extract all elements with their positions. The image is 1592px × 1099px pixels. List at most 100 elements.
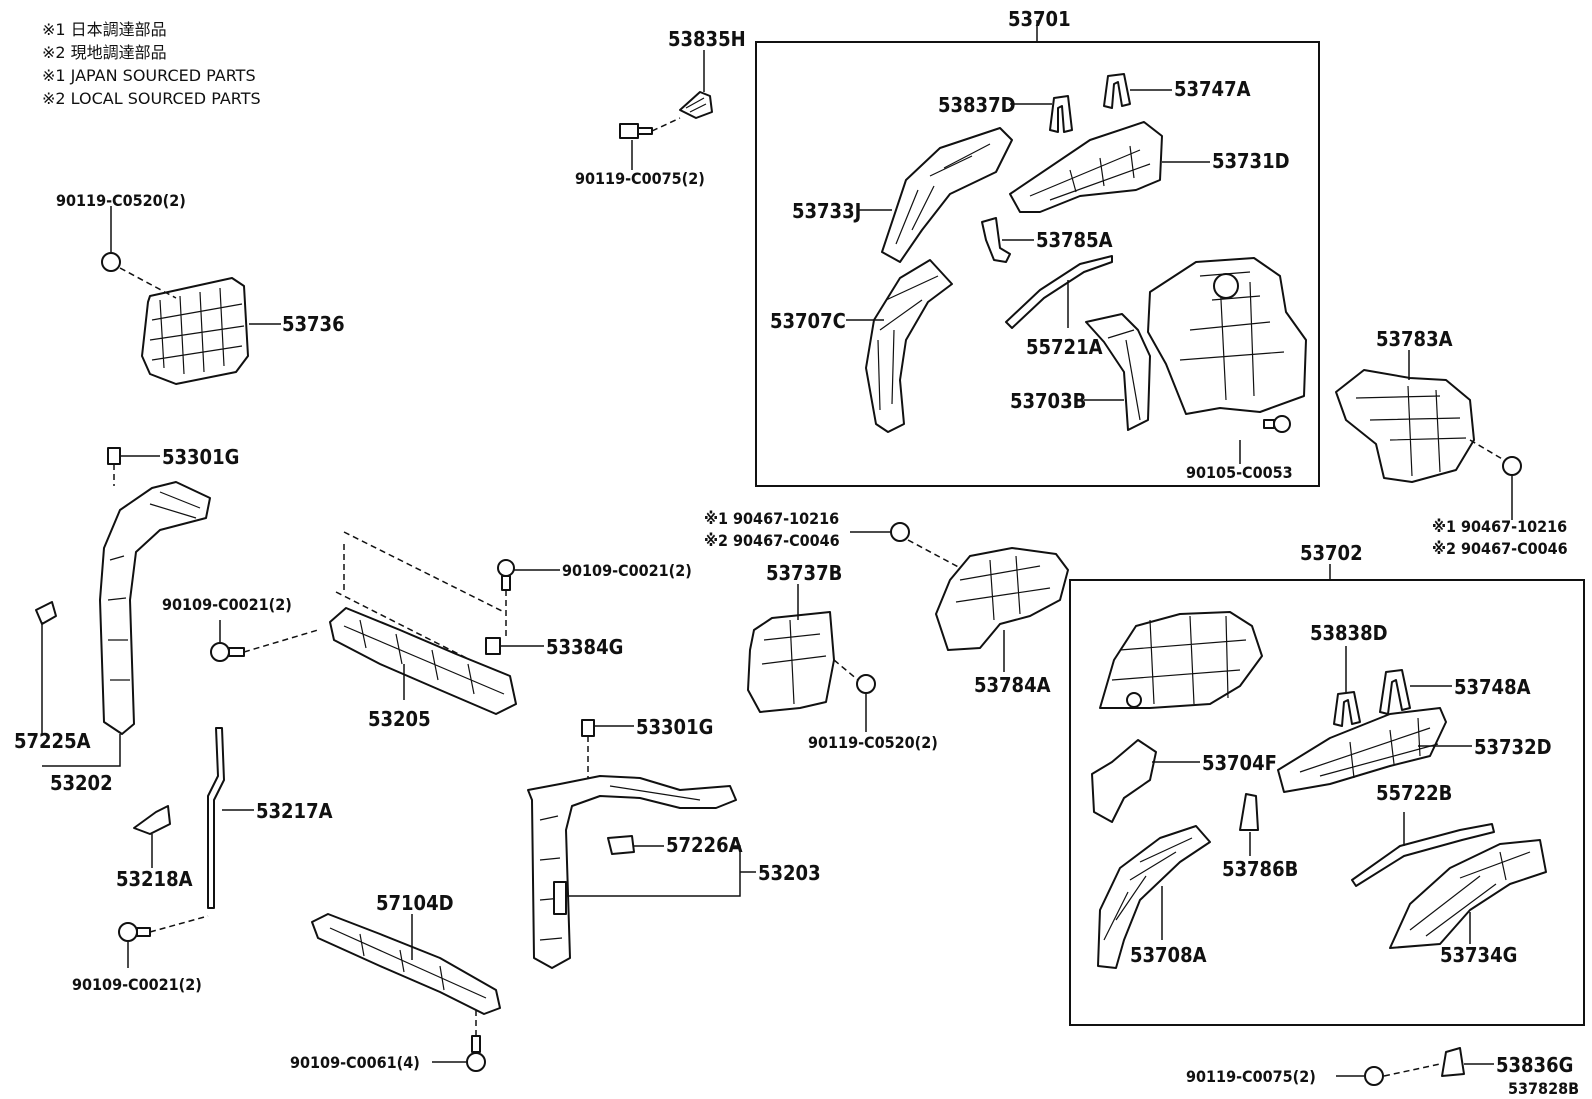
label-53701: 53701 [1008, 7, 1071, 31]
part-53703B-shape [1085, 313, 1151, 431]
part-53704F-shape [1091, 739, 1157, 823]
legend-line-4: ※2 LOCAL SOURCED PARTS [42, 89, 261, 108]
bolt-90105-C0053 [1263, 415, 1291, 433]
label-53205: 53205 [368, 707, 431, 731]
nut-53301G-mid [581, 719, 595, 737]
part-53217A-shape [207, 727, 225, 909]
label-53737B: 53737B [766, 561, 842, 585]
label-53734G: 53734G [1440, 943, 1517, 967]
part-53736-shape [141, 277, 249, 385]
label-90109-C0021-a: 90109-C0021(2) [162, 595, 292, 614]
label-53747A: 53747A [1174, 77, 1251, 101]
label-53835H: 53835H [668, 27, 746, 51]
label-53202: 53202 [50, 771, 113, 795]
label-53733J: 53733J [792, 199, 861, 223]
figure-code: 537828B [1508, 1079, 1579, 1098]
part-53734G-shape [1389, 839, 1547, 949]
label-53732D: 53732D [1474, 735, 1552, 759]
part-57225A-shape [35, 601, 57, 625]
part-53205-shape [329, 607, 517, 715]
bolt-90109-C0021-a [210, 642, 245, 662]
part-53836G-shape [1441, 1047, 1465, 1077]
label-53707C: 53707C [770, 309, 846, 333]
label-90119-C0520-top: 90119-C0520(2) [56, 191, 186, 210]
part-53218A-shape [133, 805, 171, 835]
label-55721A: 55721A [1026, 335, 1103, 359]
label-53838D: 53838D [1310, 621, 1388, 645]
label-53301G-left: 53301G [162, 445, 239, 469]
label-90109-C0021-b: 90109-C0021(2) [562, 561, 692, 580]
label-90119-C0075-bot: 90119-C0075(2) [1186, 1067, 1316, 1086]
part-55721A-shape [1005, 255, 1113, 329]
bolt-90119-C0520-mid [856, 674, 876, 694]
part-53202-shape [99, 481, 211, 735]
part-53701-apron-shape [1147, 257, 1307, 415]
label-53736: 53736 [282, 312, 345, 336]
label-90467-10216-right: ※1 90467-10216 [1432, 517, 1567, 536]
label-90119-C0075-top: 90119-C0075(2) [575, 169, 705, 188]
label-53784A: 53784A [974, 673, 1051, 697]
label-53748A: 53748A [1454, 675, 1531, 699]
part-53748A-shape [1379, 669, 1411, 715]
label-53785A: 53785A [1036, 228, 1113, 252]
label-53702: 53702 [1300, 541, 1363, 565]
part-53708A-shape [1097, 825, 1211, 969]
part-53783A-shape [1335, 369, 1475, 483]
part-53702-apron-shape [1099, 611, 1263, 709]
label-90119-C0520-mid: 90119-C0520(2) [808, 733, 938, 752]
nut-53384G [485, 637, 501, 655]
label-53203: 53203 [758, 861, 821, 885]
part-53838D-shape [1333, 691, 1361, 727]
label-90109-C0021-c: 90109-C0021(2) [72, 975, 202, 994]
label-53384G: 53384G [546, 635, 623, 659]
part-53786B-shape [1239, 793, 1259, 831]
legend-line-1: ※1 日本調達部品 [42, 20, 167, 39]
label-53704F: 53704F [1202, 751, 1277, 775]
label-53708A: 53708A [1130, 943, 1207, 967]
label-53836G: 53836G [1496, 1053, 1573, 1077]
part-57226A-shape [607, 835, 635, 855]
label-57225A: 57225A [14, 729, 91, 753]
label-90467-10216-mid: ※1 90467-10216 [704, 509, 839, 528]
nut-53301G-left [107, 447, 121, 465]
bolt-90119-C0075-bot [1364, 1066, 1384, 1086]
part-53747A-shape [1103, 73, 1131, 109]
label-53703B: 53703B [1010, 389, 1086, 413]
bolt-90109-C0061 [466, 1035, 486, 1072]
label-53786B: 53786B [1222, 857, 1298, 881]
part-53784A-shape [935, 547, 1069, 651]
bolt-90119-C0520-top [101, 252, 121, 272]
group-box-53702 [1069, 579, 1585, 1026]
part-53732D-shape [1277, 707, 1447, 793]
bolt-90467-right [1502, 456, 1522, 476]
part-53837D-shape [1049, 95, 1073, 133]
part-53203-shape [527, 775, 737, 969]
part-53785A-shape [981, 217, 1011, 263]
label-57226A: 57226A [666, 833, 743, 857]
label-53783A: 53783A [1376, 327, 1453, 351]
part-53707C-shape [865, 259, 953, 433]
part-53733J-shape [881, 127, 1013, 263]
legend-line-2: ※2 現地調達部品 [42, 43, 167, 62]
part-53731D-shape [1009, 121, 1163, 213]
label-90467-C0046-right: ※2 90467-C0046 [1432, 539, 1568, 558]
label-90105-C0053: 90105-C0053 [1186, 463, 1293, 482]
bolt-90109-C0021-c [118, 922, 151, 942]
label-53218A: 53218A [116, 867, 193, 891]
label-55722B: 55722B [1376, 781, 1452, 805]
label-90467-C0046-mid: ※2 90467-C0046 [704, 531, 840, 550]
part-53835H-shape [679, 91, 713, 119]
bolt-90467-mid [890, 522, 910, 542]
part-57104D-shape [311, 913, 501, 1015]
bolt-90109-C0021-b [497, 559, 515, 591]
label-53731D: 53731D [1212, 149, 1290, 173]
bolt-90119-C0075-top [619, 123, 653, 139]
sourcing-legend: ※1 日本調達部品 ※2 現地調達部品 ※1 JAPAN SOURCED PAR… [42, 18, 261, 110]
label-53301G-mid: 53301G [636, 715, 713, 739]
label-53217A: 53217A [256, 799, 333, 823]
label-90109-C0061: 90109-C0061(4) [290, 1053, 420, 1072]
label-57104D: 57104D [376, 891, 454, 915]
legend-line-3: ※1 JAPAN SOURCED PARTS [42, 66, 256, 85]
label-53837D: 53837D [938, 93, 1016, 117]
